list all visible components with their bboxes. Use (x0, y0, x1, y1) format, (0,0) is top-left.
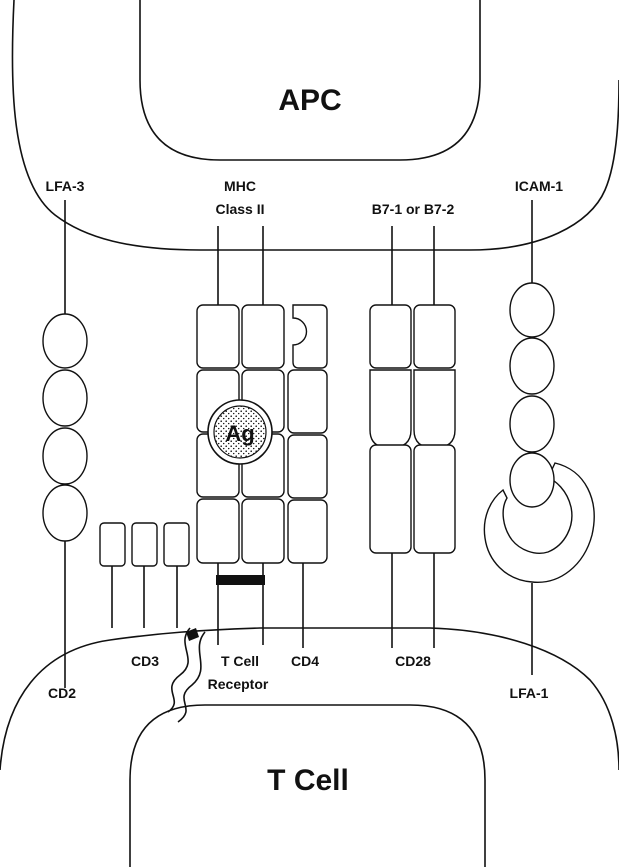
lfa1-label: LFA-1 (510, 685, 549, 701)
tcr-label-line2: Receptor (208, 676, 269, 692)
cd3-complex: CD3 (100, 523, 189, 669)
lfa3-label: LFA-3 (46, 178, 85, 194)
cd28: CD28 (370, 445, 455, 669)
b7-label: B7-1 or B7-2 (372, 201, 455, 217)
mhc-label-line1: MHC (224, 178, 256, 194)
lfa3-cd2-pair: LFA-3 CD2 (43, 178, 87, 701)
cd4: CD4 (288, 305, 327, 669)
tcr-disulfide-bar (216, 575, 265, 585)
antigen: Ag (208, 400, 272, 464)
icam1-lfa1-pair: ICAM-1 LFA-1 (484, 178, 594, 701)
apc-cell: APC (12, 0, 619, 250)
t-cell-receptor: T Cell Receptor (197, 434, 284, 692)
icam1-label: ICAM-1 (515, 178, 563, 194)
mhc-label-line2: Class II (215, 201, 264, 217)
b7-molecules: B7-1 or B7-2 (370, 201, 455, 448)
apc-label: APC (278, 84, 341, 117)
cd3-label: CD3 (131, 653, 159, 669)
cd2-label: CD2 (48, 685, 76, 701)
mhc-class-ii: MHC Class II (197, 178, 284, 432)
cd4-label: CD4 (291, 653, 319, 669)
cd28-label: CD28 (395, 653, 431, 669)
signaling-tails (168, 628, 205, 722)
tcr-label-line1: T Cell (221, 653, 259, 669)
t-cell-label: T Cell (267, 764, 349, 797)
antigen-label: Ag (225, 421, 254, 446)
